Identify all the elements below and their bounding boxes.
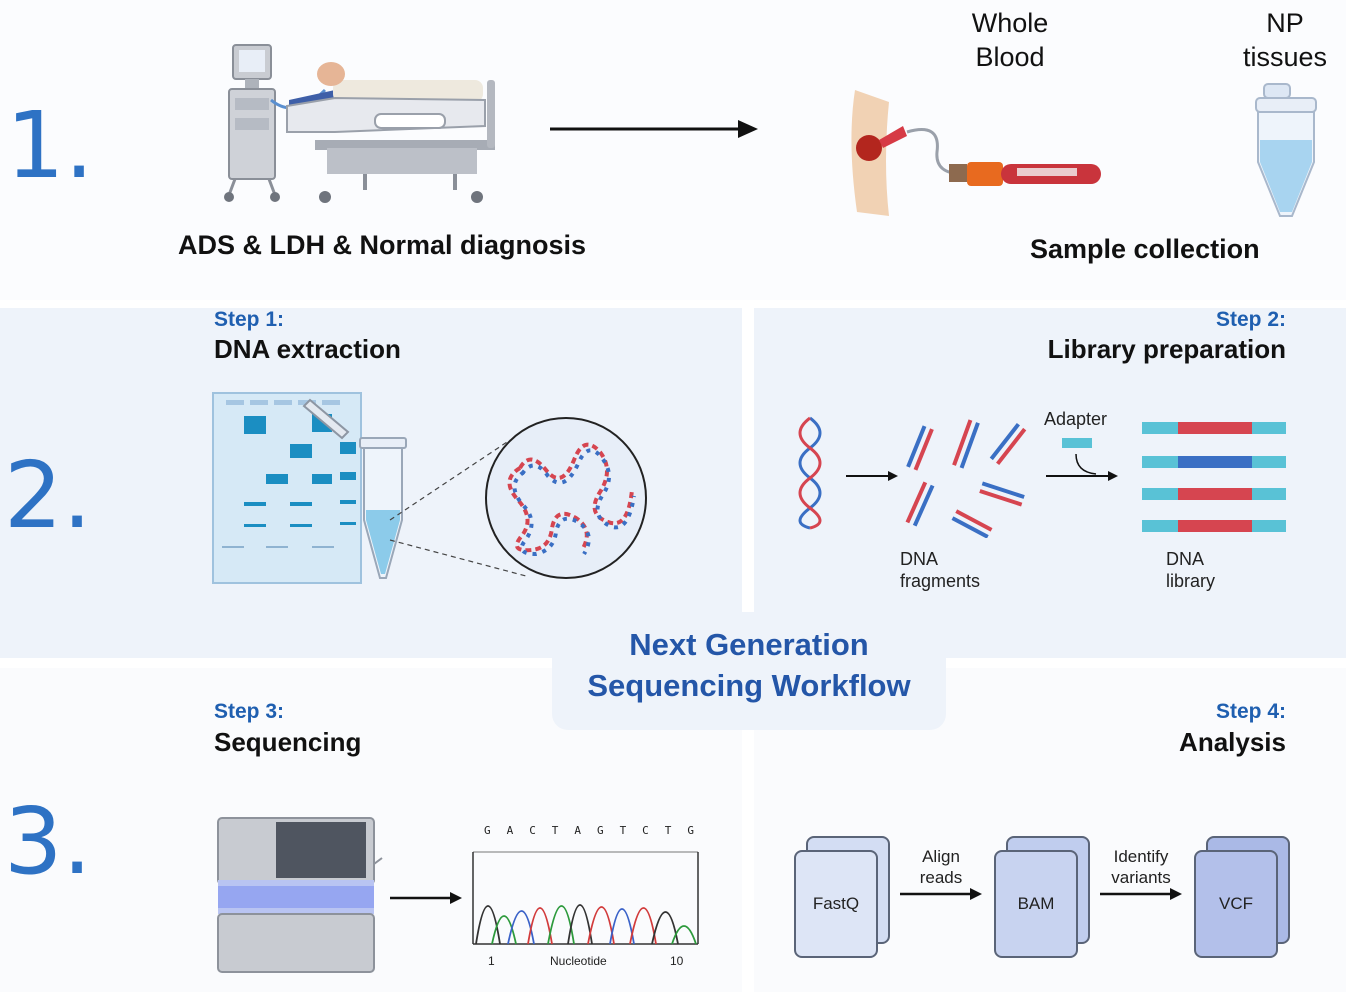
base-call: A [506, 824, 514, 837]
step-3-title: Sequencing [214, 727, 362, 757]
workflow-title-box: Next Generation Sequencing Workflow [552, 612, 946, 730]
dna-helix-icon [798, 416, 822, 530]
dna-zoom-icon [389, 417, 647, 579]
adapter-label: Adapter [1044, 409, 1108, 429]
base-call: C [642, 824, 649, 837]
workflow-title: Next Generation Sequencing Workflow [587, 627, 911, 703]
base-call-row: G A C T A G T C T G [484, 824, 694, 837]
section-1-panel [0, 0, 1346, 300]
base-call: A [574, 824, 581, 837]
step-1-title: DNA extraction [214, 334, 401, 364]
bam-label: BAM [1017, 894, 1055, 913]
arrow-icon [550, 120, 758, 138]
base-call: G [484, 824, 491, 837]
step-3-label: Step 3: [214, 700, 285, 723]
step-4-label: Step 4: [1215, 700, 1286, 723]
fastq-file: FastQ [794, 850, 878, 958]
axis-start-label: 1 [488, 954, 495, 968]
step-2-title: Library preparation [1047, 334, 1286, 364]
step-2-label: Step 2: [1215, 308, 1286, 331]
step-2-panel [754, 308, 1346, 658]
axis-end-label: 10 [670, 954, 684, 968]
base-call: C [529, 824, 536, 837]
blood-tube-icon [967, 162, 1101, 186]
whole-blood-label: Whole Blood [971, 8, 1049, 72]
base-call: T [619, 824, 627, 837]
fastq-label: FastQ [812, 894, 860, 913]
arrow-icon [390, 892, 462, 904]
base-call: G [687, 824, 694, 837]
arrow-icon [900, 888, 982, 900]
identify-variants-label: Identify variants [1111, 847, 1171, 887]
vcf-label: VCF [1219, 894, 1253, 913]
sequencer-icon [217, 817, 383, 973]
section-number-2: 2. [4, 442, 92, 549]
blood-draw-icon [851, 90, 1101, 216]
vcf-file: VCF [1194, 850, 1278, 958]
bam-file: BAM [994, 850, 1078, 958]
base-call: G [596, 824, 604, 837]
gel-electrophoresis-icon [212, 392, 407, 584]
dna-fragments-label: DNA fragments [900, 549, 981, 591]
section-number-3: 3. [4, 788, 92, 895]
ventilator-icon [224, 44, 327, 202]
diagnosis-caption: ADS & LDH & Normal diagnosis [178, 230, 587, 260]
np-tissues-label: NP tissues [1242, 8, 1328, 72]
base-call: T [664, 824, 672, 837]
section-number-1: 1. [6, 92, 94, 199]
arrow-icon [1100, 888, 1182, 900]
axis-title: Nucleotide [550, 954, 607, 968]
base-call: T [551, 824, 559, 837]
hospital-bed-icon [224, 44, 495, 203]
library-prep-diagram [798, 416, 1286, 538]
dna-library-label: DNA library [1166, 549, 1216, 591]
step-1-label: Step 1: [214, 308, 285, 331]
microcentrifuge-tube-icon [1255, 83, 1317, 217]
align-reads-label: Align reads [919, 847, 963, 887]
chromatogram-icon [472, 851, 699, 945]
sample-collection-caption: Sample collection [1030, 234, 1260, 264]
step-4-title: Analysis [1179, 727, 1286, 757]
